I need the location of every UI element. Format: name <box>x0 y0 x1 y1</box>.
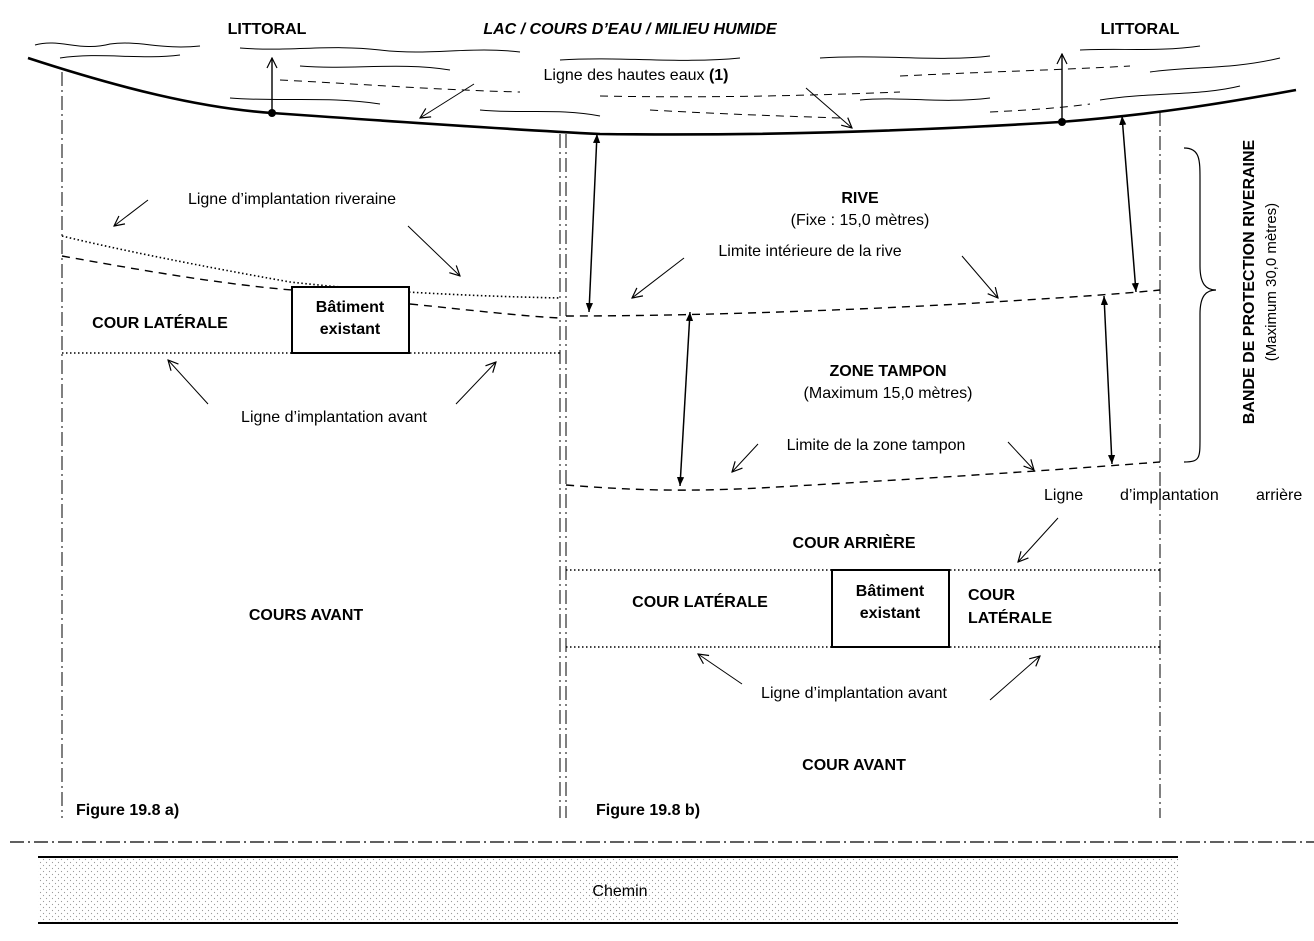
littoral-right-marker <box>1058 54 1066 126</box>
road-surface <box>38 857 1178 923</box>
water-title: LAC / COURS D’EAU / MILIEU HUMIDE <box>483 21 778 38</box>
cours-avant-label: COURS AVANT <box>249 607 364 624</box>
arriere-line-label-2: d’implantation <box>1120 487 1219 504</box>
riveraine-line-label: Ligne d’implantation riveraine <box>188 191 396 208</box>
building-b-line1: Bâtiment <box>856 583 925 600</box>
figure-a-caption: Figure 19.8 a) <box>76 802 179 819</box>
water-body <box>34 42 1281 119</box>
zone-tampon-label: ZONE TAMPON <box>829 363 946 380</box>
building-b-line2: existant <box>860 605 921 622</box>
zone-tampon-sub-label: (Maximum 15,0 mètres) <box>804 385 973 402</box>
avant-line-label-a: Ligne d’implantation avant <box>241 409 427 426</box>
road-label: Chemin <box>592 883 647 900</box>
littoral-left-marker <box>268 58 276 117</box>
rive-inner-limit-line <box>565 289 1161 317</box>
littoral-right-label: LITTORAL <box>1101 21 1180 38</box>
rive-dimension-arrow-left <box>585 133 601 313</box>
cour-laterale-b-right-2: LATÉRALE <box>968 608 1052 627</box>
rive-limit-line-a <box>61 255 561 319</box>
rive-limit-label: Limite intérieure de la rive <box>718 243 901 260</box>
buffer-dimension-arrow-left <box>676 311 694 487</box>
bande-title: BANDE DE PROTECTION RIVERAINE <box>1241 139 1258 424</box>
rive-sub-label: (Fixe : 15,0 mètres) <box>791 212 930 229</box>
cour-laterale-a: COUR LATÉRALE <box>92 313 228 332</box>
bande-sub: (Maximum 30,0 mètres) <box>1263 203 1280 361</box>
buffer-dimension-arrow-right <box>1100 295 1116 465</box>
avant-line-label-b: Ligne d’implantation avant <box>761 685 947 702</box>
arriere-line-label-3: arrière <box>1256 487 1302 504</box>
existing-building-b <box>831 569 950 648</box>
pointer-arrows <box>114 83 1059 701</box>
cour-laterale-b-left: COUR LATÉRALE <box>632 592 768 611</box>
bande-brace <box>1183 147 1217 463</box>
cour-avant-label: COUR AVANT <box>802 757 906 774</box>
building-a-line1: Bâtiment <box>316 299 385 316</box>
cour-laterale-b-right-1: COUR <box>968 587 1016 604</box>
arriere-line-label-1: Ligne <box>1044 487 1083 504</box>
existing-building-a <box>291 286 410 354</box>
hautes-eaux-label: Ligne des hautes eaux (1) <box>543 67 728 84</box>
cour-arriere-label: COUR ARRIÈRE <box>793 533 916 552</box>
littoral-left-label: LITTORAL <box>228 21 307 38</box>
rive-label: RIVE <box>841 190 879 207</box>
rive-dimension-arrow-right <box>1119 115 1139 293</box>
buffer-zone-limit-line <box>565 461 1161 491</box>
riveraine-implantation-line <box>61 235 561 299</box>
zone-limit-label: Limite de la zone tampon <box>787 437 966 454</box>
building-a-line2: existant <box>320 321 381 338</box>
figure-b-caption: Figure 19.8 b) <box>596 802 700 819</box>
